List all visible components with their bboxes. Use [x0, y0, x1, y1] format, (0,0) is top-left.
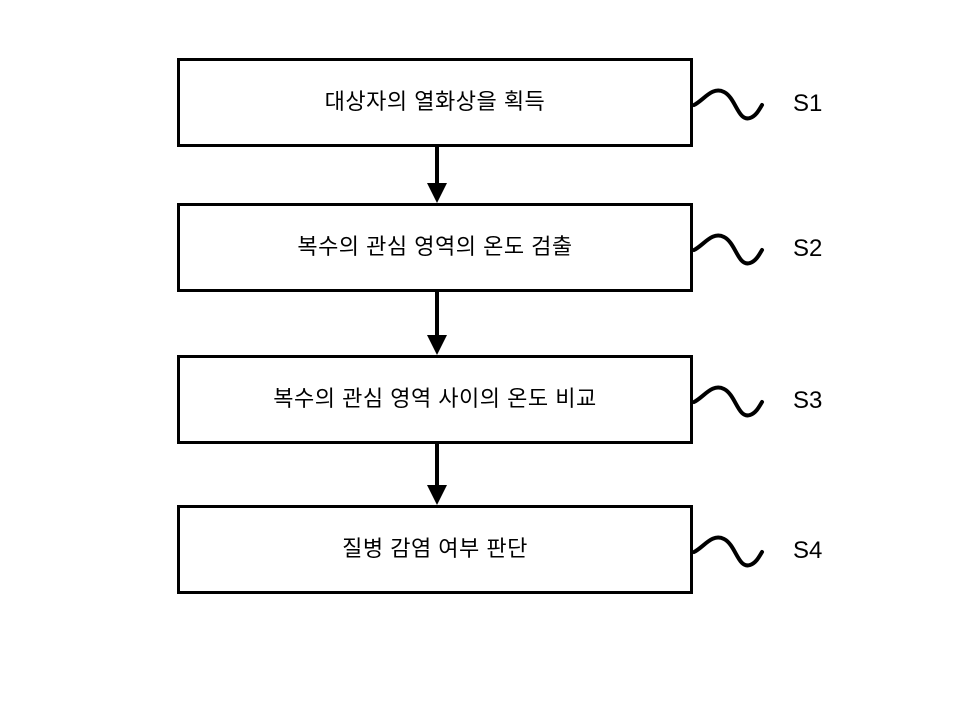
- flow-box-label-s2: 복수의 관심 영역의 온도 검출: [297, 234, 573, 260]
- step-code-s1: S1: [793, 90, 823, 117]
- flow-box-s2[interactable]: 복수의 관심 영역의 온도 검출: [177, 203, 693, 292]
- flow-box-s3[interactable]: 복수의 관심 영역 사이의 온도 비교: [177, 355, 693, 444]
- step-code-s3: S3: [793, 387, 823, 414]
- step-code-s4: S4: [793, 537, 823, 564]
- step-code-s2: S2: [793, 235, 823, 262]
- squiggle-leader-s1: [692, 88, 764, 121]
- connector-arrow-s1-s2: [427, 145, 447, 203]
- flow-box-label-s3: 복수의 관심 영역 사이의 온도 비교: [273, 386, 597, 412]
- connector-arrow-s2-s3: [427, 290, 447, 355]
- flow-box-label-s1: 대상자의 열화상을 획득: [324, 89, 546, 115]
- squiggle-leader-s3: [692, 385, 764, 418]
- flow-box-label-s4: 질병 감염 여부 판단: [342, 536, 528, 562]
- connector-arrow-s3-s4: [427, 442, 447, 505]
- flow-box-s4[interactable]: 질병 감염 여부 판단: [177, 505, 693, 594]
- squiggle-leader-s2: [692, 233, 764, 266]
- squiggle-leader-s4: [692, 535, 764, 568]
- flow-box-s1[interactable]: 대상자의 열화상을 획득: [177, 58, 693, 147]
